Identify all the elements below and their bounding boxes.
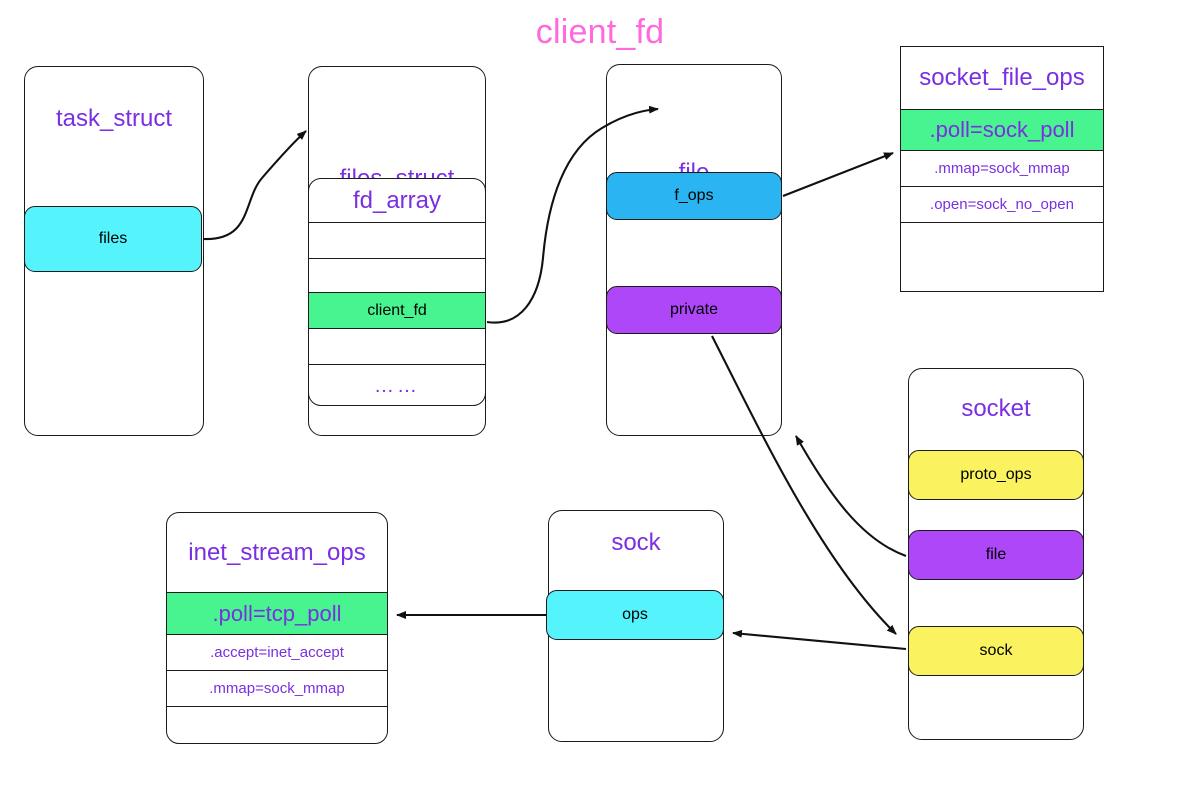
inet-stream-ops-row-empty[interactable] bbox=[167, 707, 387, 743]
field-file-f-ops[interactable]: f_ops bbox=[606, 172, 782, 220]
field-socket-file-label: file bbox=[985, 546, 1007, 563]
inet-stream-ops-row-poll[interactable]: .poll=tcp_poll bbox=[167, 593, 387, 635]
node-fd-array[interactable]: fd_array client_fd …… bbox=[308, 178, 486, 406]
fd-array-row[interactable] bbox=[309, 259, 485, 293]
edge-socket-sock-to-sock-ops bbox=[732, 629, 907, 651]
field-file-private-label: private bbox=[669, 301, 719, 318]
inet-stream-ops-row-mmap[interactable]: .mmap=sock_mmap bbox=[167, 671, 387, 707]
node-socket-title: socket bbox=[961, 395, 1031, 422]
socket-file-ops-title: socket_file_ops bbox=[901, 47, 1103, 110]
diagram-title: client_fd bbox=[535, 13, 665, 51]
field-task-struct-files-label: files bbox=[98, 230, 128, 247]
edge-f-ops-to-socket-file-ops bbox=[782, 152, 894, 197]
field-file-private[interactable]: private bbox=[606, 286, 782, 334]
socket-file-ops-row-empty[interactable] bbox=[901, 223, 1103, 290]
socket-file-ops-row-poll[interactable]: .poll=sock_poll bbox=[901, 110, 1103, 151]
socket-file-ops-row-open[interactable]: .open=sock_no_open bbox=[901, 187, 1103, 223]
field-file-f-ops-label: f_ops bbox=[674, 187, 714, 204]
edge-files-to-files-struct bbox=[202, 130, 307, 241]
node-inet-stream-ops[interactable]: inet_stream_ops .poll=tcp_poll .accept=i… bbox=[166, 512, 388, 744]
field-sock-ops[interactable]: ops bbox=[546, 590, 724, 640]
field-task-struct-files[interactable]: files bbox=[24, 206, 202, 272]
fd-array-row[interactable] bbox=[309, 223, 485, 259]
node-file[interactable]: file bbox=[606, 64, 782, 436]
edge-socket-file-to-file bbox=[795, 435, 907, 557]
inet-stream-ops-title: inet_stream_ops bbox=[167, 513, 387, 593]
fd-array-row[interactable] bbox=[309, 329, 485, 365]
field-socket-sock-label: sock bbox=[979, 642, 1013, 659]
node-sock-title: sock bbox=[611, 529, 661, 556]
socket-file-ops-row-mmap[interactable]: .mmap=sock_mmap bbox=[901, 151, 1103, 187]
node-task-struct-title: task_struct bbox=[55, 105, 173, 132]
inet-stream-ops-row-accept[interactable]: .accept=inet_accept bbox=[167, 635, 387, 671]
field-sock-ops-label: ops bbox=[622, 606, 648, 623]
node-socket-file-ops[interactable]: socket_file_ops .poll=sock_poll .mmap=so… bbox=[900, 46, 1104, 292]
field-socket-proto-ops-label: proto_ops bbox=[960, 466, 1032, 483]
field-socket-sock[interactable]: sock bbox=[908, 626, 1084, 676]
fd-array-header: fd_array bbox=[309, 179, 485, 223]
field-socket-file[interactable]: file bbox=[908, 530, 1084, 580]
fd-array-row-client-fd[interactable]: client_fd bbox=[309, 293, 485, 329]
field-socket-proto-ops[interactable]: proto_ops bbox=[908, 450, 1084, 500]
fd-array-row-ellipsis: …… bbox=[374, 374, 420, 397]
